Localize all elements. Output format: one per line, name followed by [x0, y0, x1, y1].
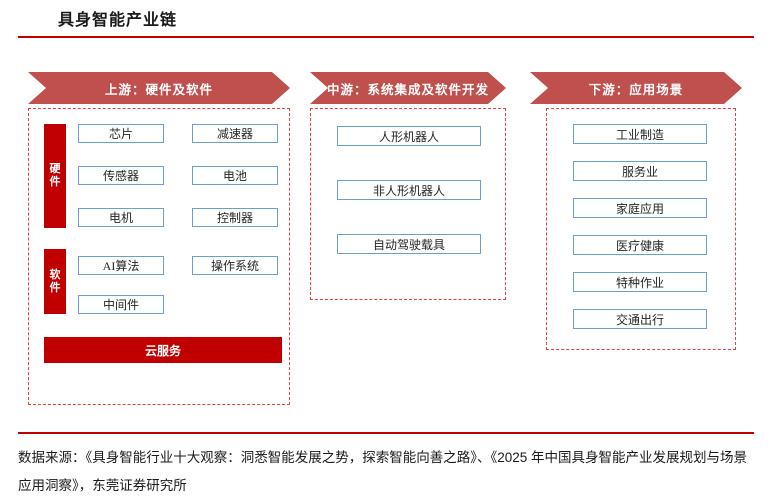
downstream-item-transportation[interactable]: 交通出行: [573, 309, 707, 329]
upstream-item-controller[interactable]: 控制器: [192, 208, 278, 227]
upstream-item-motor[interactable]: 电机: [78, 208, 164, 227]
downstream-item-industrial-manufacturing[interactable]: 工业制造: [573, 124, 707, 144]
upstream-column: 上游：硬件及软件 硬件 芯片 减速器 传感器 电池 电机 控制器 软件 AI算法…: [28, 72, 290, 405]
downstream-item-medical-health[interactable]: 医疗健康: [573, 235, 707, 255]
midstream-item-non-humanoid-robot[interactable]: 非人形机器人: [337, 180, 481, 200]
cloud-service-bar[interactable]: 云服务: [44, 337, 282, 363]
title-divider: [18, 36, 754, 38]
upstream-header-chevron: 上游：硬件及软件: [28, 72, 290, 104]
midstream-item-humanoid-robot[interactable]: 人形机器人: [337, 126, 481, 146]
downstream-item-service-industry[interactable]: 服务业: [573, 161, 707, 181]
midstream-column: 中游：系统集成及软件开发 人形机器人 非人形机器人 自动驾驶载具: [310, 72, 506, 300]
downstream-header-chevron: 下游：应用场景: [530, 72, 742, 104]
software-group-label: 软件: [44, 249, 66, 314]
upstream-item-battery[interactable]: 电池: [192, 166, 278, 185]
upstream-item-middleware[interactable]: 中间件: [78, 295, 164, 314]
footer-divider: [18, 432, 754, 434]
downstream-item-home-application[interactable]: 家庭应用: [573, 198, 707, 218]
hardware-group-label: 硬件: [44, 124, 66, 228]
upstream-item-ai-algorithm[interactable]: AI算法: [78, 256, 164, 275]
upstream-content-panel: 硬件 芯片 减速器 传感器 电池 电机 控制器 软件 AI算法 操作系统 中间件…: [28, 108, 290, 405]
downstream-content-panel: 工业制造 服务业 家庭应用 医疗健康 特种作业 交通出行: [546, 108, 736, 350]
upstream-item-operating-system[interactable]: 操作系统: [192, 256, 278, 275]
downstream-column: 下游：应用场景 工业制造 服务业 家庭应用 医疗健康 特种作业 交通出行: [530, 72, 742, 350]
midstream-item-autonomous-vehicle[interactable]: 自动驾驶载具: [337, 234, 481, 254]
midstream-header-chevron: 中游：系统集成及软件开发: [310, 72, 506, 104]
data-source-note: 数据来源：《具身智能行业十大观察：洞悉智能发展之势，探索智能向善之路》、《202…: [18, 450, 748, 493]
upstream-item-chip[interactable]: 芯片: [78, 124, 164, 143]
upstream-item-reducer[interactable]: 减速器: [192, 124, 278, 143]
downstream-item-special-operations[interactable]: 特种作业: [573, 272, 707, 292]
upstream-item-sensor[interactable]: 传感器: [78, 166, 164, 185]
midstream-content-panel: 人形机器人 非人形机器人 自动驾驶载具: [310, 108, 506, 300]
page-title: 具身智能产业链: [58, 12, 178, 29]
